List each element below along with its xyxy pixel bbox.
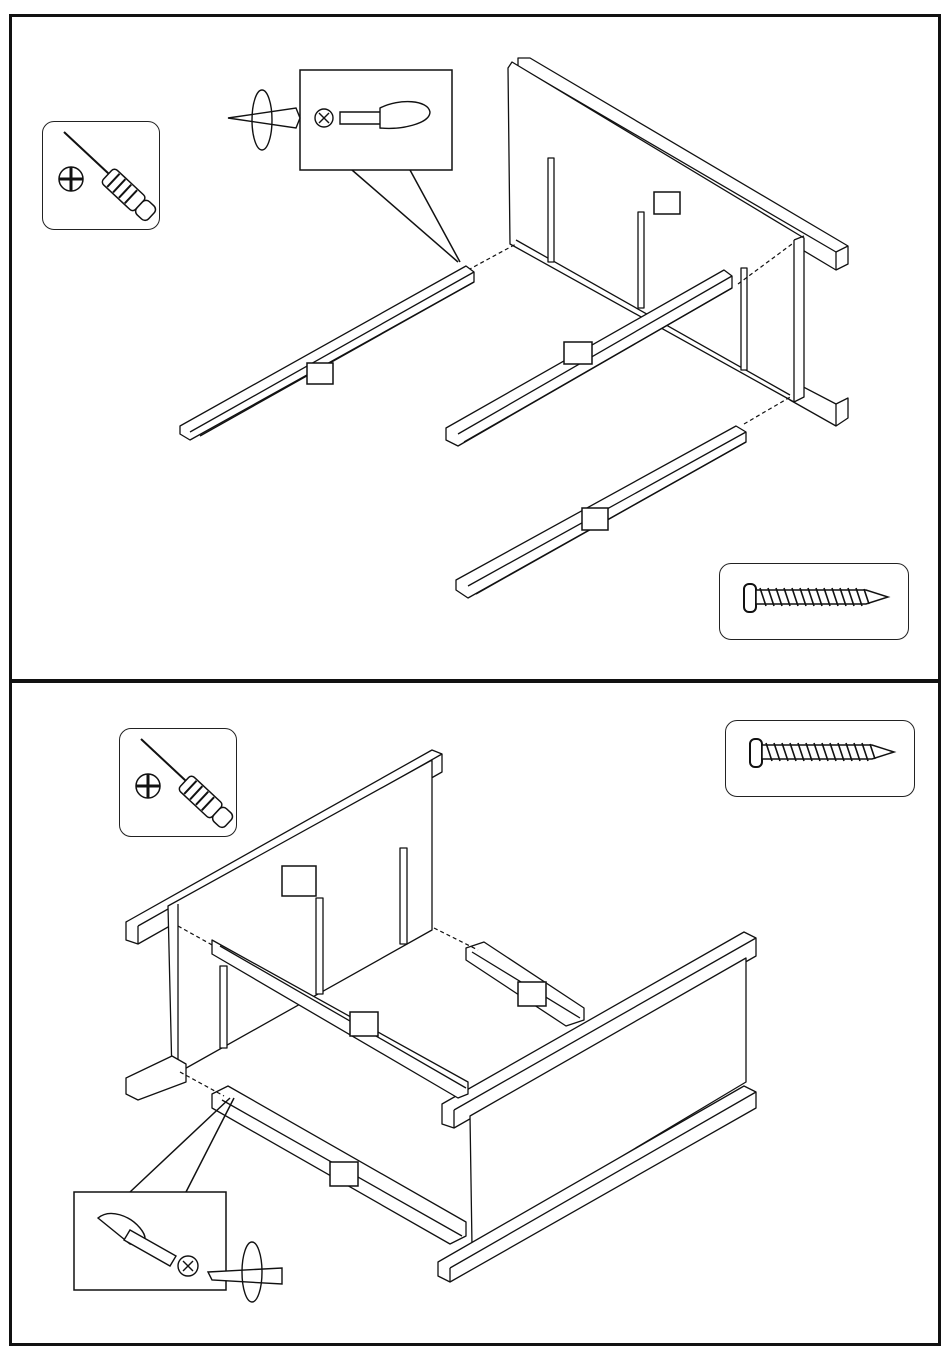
part-label-box [518, 982, 546, 1006]
part-label-box [330, 1162, 358, 1186]
part-label-box [350, 1012, 378, 1036]
part-label-box [282, 866, 316, 896]
